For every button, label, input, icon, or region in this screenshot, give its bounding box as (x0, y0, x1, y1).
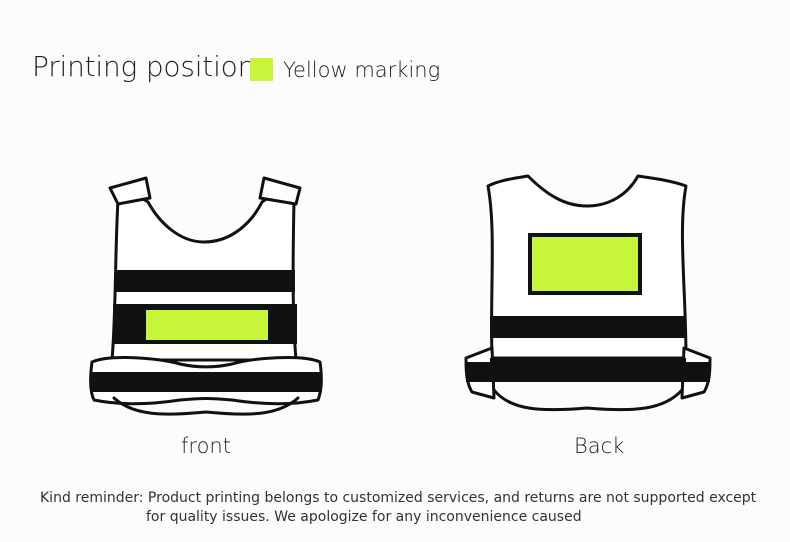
right-shoulder (258, 176, 302, 206)
front-printing-area (146, 310, 268, 340)
upper-black-stripe (115, 270, 295, 292)
upper-black-stripe (490, 316, 686, 338)
page-title: Printing position (32, 50, 256, 83)
vest-front-illustration (89, 176, 323, 416)
front-caption: front (181, 434, 231, 458)
kind-reminder: Kind reminder: Product printing belongs … (40, 489, 760, 527)
vest-back-illustration (464, 174, 712, 412)
reminder-line-2: for quality issues. We apologize for any… (146, 509, 582, 525)
reminder-line-1: Kind reminder: Product printing belongs … (40, 490, 757, 506)
legend-label: Yellow marking (283, 58, 441, 82)
lower-black-stripe (490, 358, 686, 382)
left-side-black-stripe (466, 362, 492, 382)
back-caption: Back (574, 434, 625, 458)
back-printing-area (528, 233, 642, 295)
bottom-hem (112, 396, 300, 416)
right-side-black-stripe (684, 362, 710, 382)
waist-black-stripe (90, 372, 322, 392)
left-shoulder (108, 176, 152, 206)
yellow-marking-swatch (250, 58, 273, 81)
bottom-hem (492, 388, 684, 412)
